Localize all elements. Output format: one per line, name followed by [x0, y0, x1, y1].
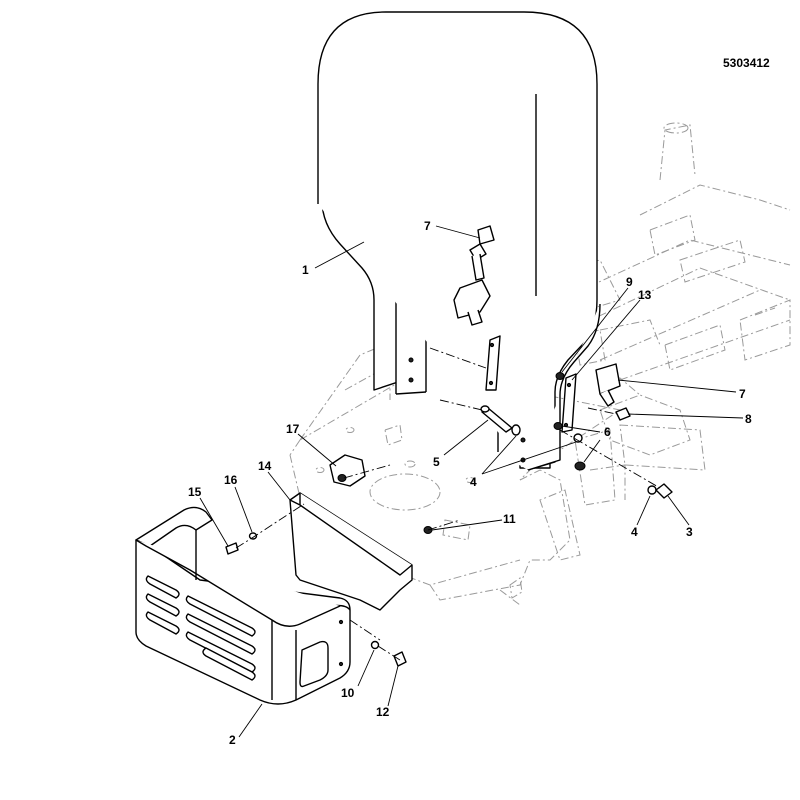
callout-7a: 7 [424, 219, 431, 233]
seat-belt-right [561, 363, 621, 433]
plate [289, 492, 413, 611]
assembly-axes [235, 347, 661, 661]
seat-belt-left [453, 225, 501, 391]
callout-8: 8 [745, 412, 752, 426]
callout-10: 10 [341, 686, 355, 700]
callouts: 1 2 3 4 4 5 6 7 7 8 9 10 11 12 13 14 15 … [188, 219, 752, 747]
callout-4b: 4 [631, 525, 638, 539]
rear-guard [135, 506, 351, 705]
callout-13: 13 [638, 288, 652, 302]
callout-5: 5 [433, 455, 440, 469]
document-number: 5303412 [723, 56, 770, 70]
leader-lines [199, 225, 744, 738]
callout-12: 12 [376, 705, 390, 719]
hardware [225, 372, 673, 667]
callout-3: 3 [686, 525, 693, 539]
callout-14: 14 [258, 459, 272, 473]
callout-4a: 4 [470, 475, 477, 489]
callout-15: 15 [188, 485, 202, 499]
callout-7b: 7 [739, 387, 746, 401]
callout-17: 17 [286, 422, 300, 436]
roll-bar [317, 11, 601, 471]
callout-2: 2 [229, 733, 236, 747]
callout-6: 6 [604, 425, 611, 439]
callout-9: 9 [626, 275, 633, 289]
callout-11: 11 [503, 512, 516, 526]
callout-1: 1 [302, 263, 309, 277]
callout-16: 16 [224, 473, 238, 487]
